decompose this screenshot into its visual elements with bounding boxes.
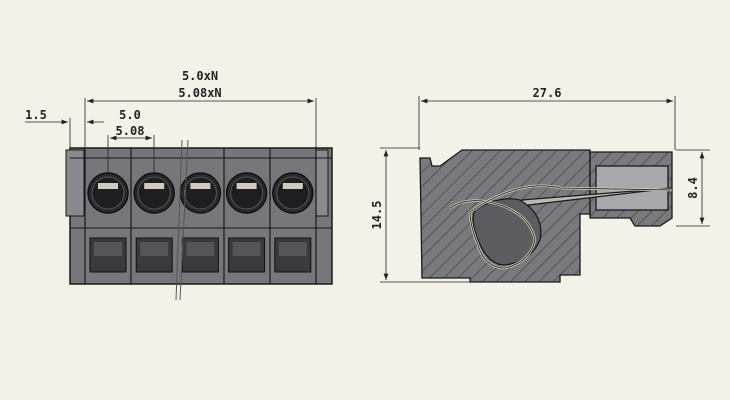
release-slot-inner [140, 242, 169, 256]
wire-entry-inner [91, 176, 125, 210]
front-view [65, 139, 333, 301]
dim-width-b: 5.08xN [178, 86, 221, 100]
dim-width-a: 5.0xN [182, 69, 218, 83]
wire-entry-inner [276, 176, 310, 210]
wire-entry-inner [230, 176, 264, 210]
release-slot-inner [186, 242, 215, 256]
front-dimensions [25, 98, 317, 175]
contact-window [98, 183, 118, 189]
dim-depth: 27.6 [533, 86, 562, 100]
release-slot-inner [232, 242, 261, 256]
contact-window [282, 183, 303, 189]
contact-window [144, 183, 165, 189]
dim-pitch-b: 5.08 [116, 124, 145, 138]
release-slot-inner [278, 242, 307, 256]
side-view [419, 149, 673, 283]
release-slot-inner [94, 242, 122, 256]
break-line [175, 139, 189, 301]
contact-window [190, 183, 211, 189]
dim-height: 14.5 [370, 201, 384, 230]
side-dimensions [380, 96, 710, 283]
wire-entry-inner [137, 176, 171, 210]
dim-plug-height: 8.4 [686, 177, 700, 199]
dim-pitch-a: 5.0 [119, 108, 141, 122]
dim-edge-offset: 1.5 [25, 108, 47, 122]
wire-entry-inner [183, 176, 217, 210]
contact-window [236, 183, 257, 189]
